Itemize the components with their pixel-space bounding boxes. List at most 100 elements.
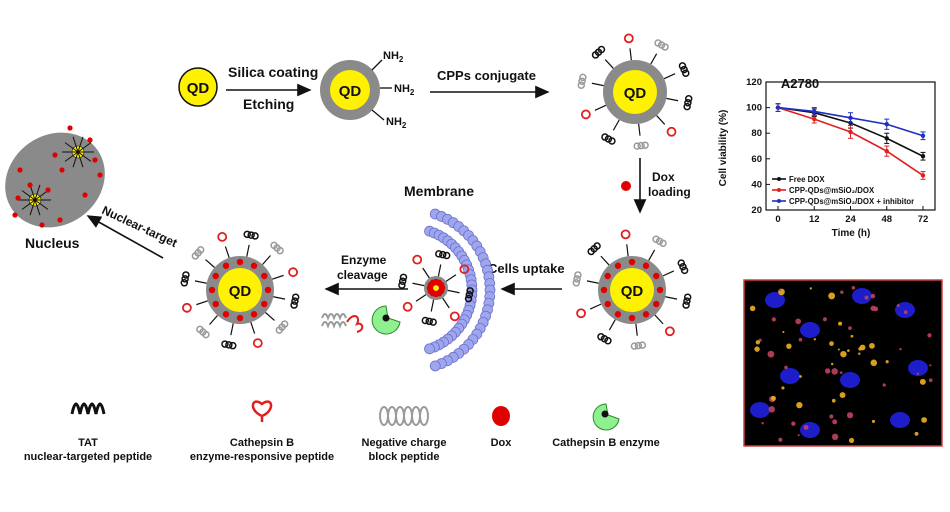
linker <box>650 53 658 65</box>
dox-loading-label-2: loading <box>648 185 691 199</box>
dox-molecule <box>15 195 21 201</box>
dox-molecule <box>87 137 93 143</box>
cell-nucleus <box>800 422 820 438</box>
tat-peptide <box>683 102 691 111</box>
cathepsin-peptide <box>459 264 470 275</box>
dox-molecule <box>82 192 88 198</box>
dox-molecule <box>264 286 272 294</box>
fluorescent-spot <box>767 350 775 358</box>
fluorescent-spot <box>837 348 840 351</box>
y-tick-label: 80 <box>751 128 762 139</box>
cathepsin-peptide <box>620 229 631 240</box>
fluorescent-spot <box>871 419 876 423</box>
fluorescent-spot <box>864 295 869 300</box>
linker <box>612 119 620 131</box>
linker <box>656 115 666 125</box>
linker <box>412 282 425 287</box>
peptide-strand <box>64 151 79 162</box>
fluorescent-spot <box>803 424 809 430</box>
legend-marker <box>777 177 781 181</box>
fluorescent-spot <box>838 321 843 326</box>
dox-molecule <box>52 152 58 158</box>
legend-tat-line1: TAT <box>78 437 98 449</box>
cathepsin-enzyme-icon <box>371 305 401 335</box>
y-tick-label: 20 <box>751 205 762 216</box>
dox-loading-label-1: Dox <box>652 170 675 184</box>
negative-peptide <box>578 77 586 86</box>
peptide-strand <box>72 136 79 153</box>
fluorescent-spot <box>781 386 785 390</box>
legend: TAT nuclear-targeted peptide Cathepsin B… <box>24 400 660 463</box>
cells-uptake-label: Cells uptake <box>488 261 565 276</box>
linker <box>638 123 641 136</box>
linker <box>629 48 632 61</box>
tat-peptide <box>435 250 443 258</box>
fluorescent-spot <box>813 338 817 341</box>
fluorescent-spot <box>914 431 919 436</box>
x-tick-label: 48 <box>881 214 892 225</box>
fluorescent-spot <box>778 288 782 292</box>
tat-peptide <box>429 318 437 326</box>
linker <box>230 323 234 336</box>
etching-label: Etching <box>243 96 294 112</box>
dox-molecule <box>250 311 258 318</box>
legend-dox-line1: Dox <box>491 437 513 449</box>
fluorescent-spot <box>916 372 920 376</box>
peptide-strand <box>34 199 41 216</box>
enzyme-cleavage-label-2: cleavage <box>337 268 388 282</box>
linker <box>265 312 275 321</box>
fluorescent-spot <box>882 383 886 387</box>
dox-molecule <box>437 281 445 289</box>
linker <box>246 244 250 257</box>
tat-peptide <box>421 316 430 325</box>
cathepsin-peptide <box>664 326 675 337</box>
data-point <box>884 122 889 127</box>
fluorescent-spot <box>831 362 834 366</box>
negative-peptide <box>275 326 284 334</box>
fluorescent-spot <box>795 318 802 325</box>
cell-nucleus <box>908 360 928 376</box>
legend-negative-line2: block peptide <box>369 451 440 463</box>
legend-entry: CPP-QDs@mSiO₂/DOX + inhibitor <box>789 197 914 206</box>
tat-peptide <box>597 45 606 54</box>
negative-peptide <box>577 81 586 89</box>
fluorescent-spot <box>755 340 760 345</box>
fluorescent-spot <box>831 433 839 441</box>
x-tick-label: 72 <box>918 214 929 225</box>
cathepsin-peptide <box>217 232 228 242</box>
nuclear-target-label: Nuclear-target <box>100 203 180 250</box>
negative-peptide <box>641 141 649 149</box>
linker <box>666 97 679 102</box>
data-point <box>920 173 926 178</box>
dox-molecule <box>656 286 664 294</box>
tat-peptide <box>678 62 687 70</box>
fluorescent-spot <box>839 371 843 374</box>
fluorescent-spot <box>791 421 796 426</box>
cathepsin-peptide <box>623 33 634 44</box>
legend-negative-line1: Negative charge <box>362 437 447 449</box>
cell-nucleus <box>800 322 820 338</box>
peptide-strand <box>77 142 92 153</box>
nuclear-target-nanoparticle: QD <box>180 230 300 350</box>
peptide-strand <box>29 199 36 216</box>
dox-molecule <box>17 167 23 173</box>
cathepsin-peptide <box>449 311 460 322</box>
tat-peptide <box>679 262 687 271</box>
cathepsin-peptide <box>666 126 677 137</box>
nh2-label: NH <box>386 116 402 128</box>
nh2-label: NH <box>394 83 410 95</box>
tat-peptide <box>181 275 189 283</box>
dox-molecule <box>236 258 244 266</box>
tat-peptide <box>243 230 251 239</box>
linker <box>600 255 610 266</box>
linker <box>250 322 256 334</box>
negative-peptide <box>633 142 641 150</box>
linker <box>589 303 602 310</box>
linker <box>591 82 604 87</box>
tat-peptide <box>399 273 408 282</box>
fluorescent-spot <box>903 310 908 315</box>
fluorescent-spot <box>809 287 812 290</box>
linker <box>196 300 208 306</box>
nh2-subscript: 2 <box>402 121 407 130</box>
cell-nucleus <box>840 372 860 388</box>
